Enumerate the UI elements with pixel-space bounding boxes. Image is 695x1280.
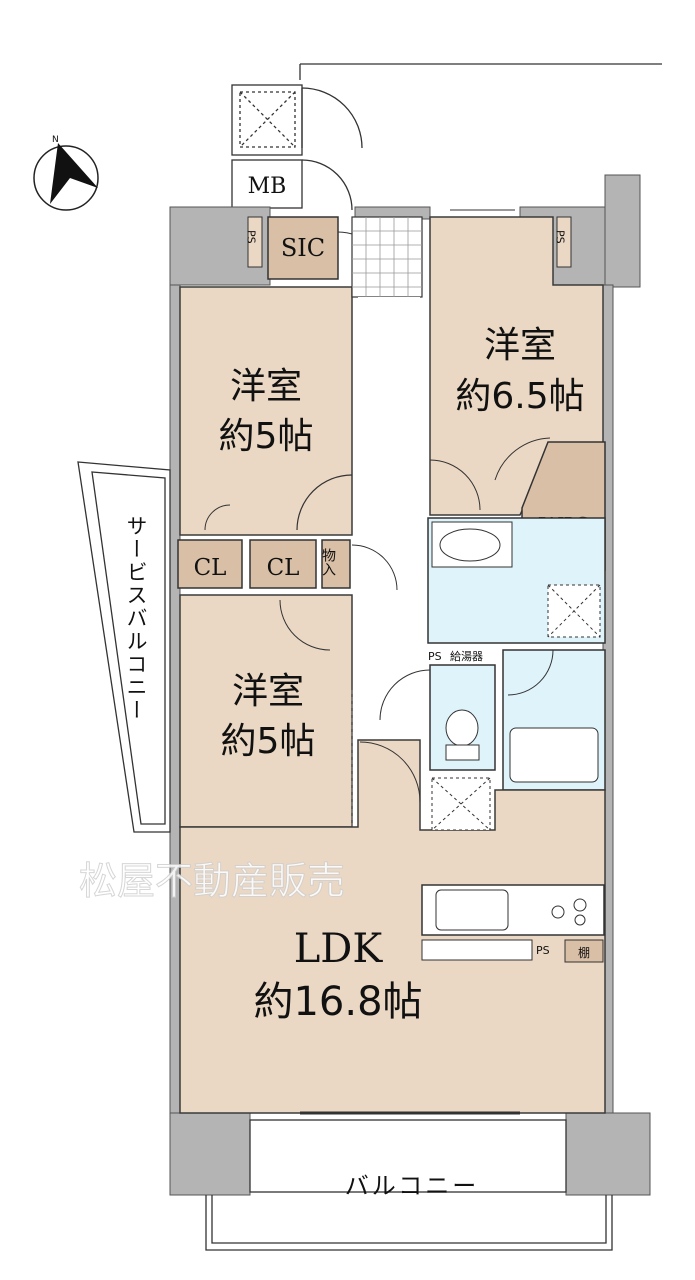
bedroom-mid-left-name: 洋室 [232, 671, 304, 712]
bedroom-mid-left [179, 594, 353, 828]
north-compass-icon: N [33, 135, 99, 211]
ldk-name: LDK [294, 926, 384, 972]
bedroom-top-right-name: 洋室 [484, 325, 556, 366]
closet-2 [249, 539, 317, 589]
bedroom-top-left-name: 洋室 [230, 366, 302, 407]
ldk-room [179, 739, 606, 1115]
genkan-tiles [351, 216, 423, 298]
balcony [205, 1119, 613, 1251]
entry-area [231, 63, 662, 211]
tana-label: 棚 [578, 945, 590, 960]
ps-bath-label: PS [428, 650, 442, 663]
bathroom [502, 649, 606, 791]
closet-1-label: CL [194, 555, 227, 581]
sic-closet [267, 216, 339, 280]
monoire-closet [321, 539, 351, 589]
toilet-room [379, 664, 496, 771]
water-heater-label: 給湯器 [450, 649, 483, 663]
ps-kitchen-label: PS [536, 944, 550, 957]
company-watermark: 松屋不動産販売 [79, 859, 345, 903]
bedroom-top-left [179, 286, 353, 536]
closet-1 [177, 539, 243, 589]
closet-2-label: CL [267, 555, 300, 581]
service-balcony [77, 461, 171, 833]
wash-room [427, 517, 606, 644]
bedroom-top-right-size: 約6.5帖 [455, 376, 584, 417]
svg-text:N: N [52, 135, 59, 145]
ps-top-right-label: PS [554, 230, 567, 244]
bedroom-mid-left-size: 約5帖 [221, 721, 316, 762]
mb-label: MB [248, 174, 287, 199]
corridor [358, 297, 420, 737]
ps-top-left-box [247, 216, 263, 268]
balcony-label: バルコニー [345, 1172, 480, 1200]
monoire-label: 物入 [320, 548, 336, 576]
ldk-size: 約16.8帖 [253, 979, 422, 1025]
ps-top-left-label: PS [245, 230, 258, 244]
bedroom-top-left-size: 約5帖 [219, 416, 314, 457]
kitchen-counter [421, 884, 605, 963]
sic-label: SIC [281, 234, 325, 262]
service-balcony-label: サービスバルコニー [124, 515, 148, 722]
ps-top-right-box [556, 216, 572, 268]
